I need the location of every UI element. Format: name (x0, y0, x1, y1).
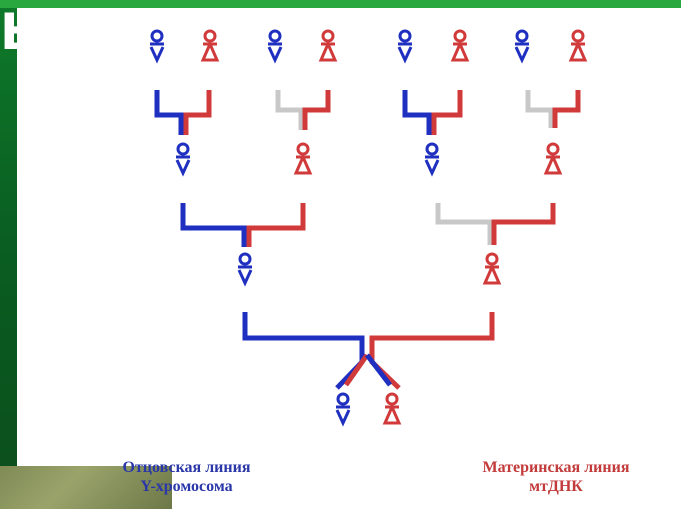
link-gp5 (402, 90, 432, 135)
paternal-line-caption: Отцовская линия Y-хромосома (74, 458, 299, 496)
top-accent-bar (0, 0, 681, 8)
slide-title-fragment: Ь (0, 3, 39, 61)
paternal-line-label: Отцовская линия (122, 459, 251, 476)
maternal-line-caption: Материнская линия мтДНК (431, 458, 681, 496)
link-gp3 (275, 90, 304, 130)
paternal-carrier-label: Y-хромосома (140, 478, 233, 495)
child-female-icon-2 (382, 392, 402, 425)
link-cross-female (343, 353, 370, 387)
maternal-carrier-label: мтДНК (529, 478, 583, 495)
photo-thumbnail (0, 466, 172, 509)
link-p4 (491, 203, 556, 245)
link-gp8 (552, 90, 581, 128)
link-p1 (180, 203, 247, 247)
link-p3 (435, 203, 493, 245)
child-male-icon-1 (335, 392, 351, 427)
link-cross-male (365, 353, 392, 387)
parent-male-icon-3 (424, 142, 440, 177)
grandparent-female-icon-6 (450, 29, 470, 62)
link-gp1 (154, 90, 184, 135)
grandparent-male-icon-7 (514, 29, 530, 64)
link-p2 (246, 203, 306, 247)
link-g2-male (242, 312, 365, 390)
maternal-line-label: Материнская линия (482, 459, 630, 476)
grandparent-female-icon-8 (568, 29, 588, 62)
grandparent-male-icon-1 (149, 29, 165, 64)
parent-female-icon-2 (293, 142, 313, 175)
link-gp4 (302, 90, 331, 130)
link-gp2 (183, 90, 212, 135)
link-gp6 (431, 90, 463, 135)
grandparent-male-icon-3 (267, 29, 283, 64)
slide-canvas (17, 8, 681, 509)
generation-two-male-icon-1 (237, 252, 253, 287)
parent-female-icon-4 (543, 142, 563, 175)
generation-two-female-icon-2 (482, 252, 502, 285)
inheritance-tree (149, 29, 588, 427)
link-g2-female (369, 312, 495, 390)
grandparent-female-icon-2 (200, 29, 220, 62)
link-gp7 (525, 90, 554, 128)
parent-male-icon-1 (175, 142, 191, 177)
grandparent-male-icon-5 (397, 29, 413, 64)
grandparent-female-icon-4 (318, 29, 338, 62)
